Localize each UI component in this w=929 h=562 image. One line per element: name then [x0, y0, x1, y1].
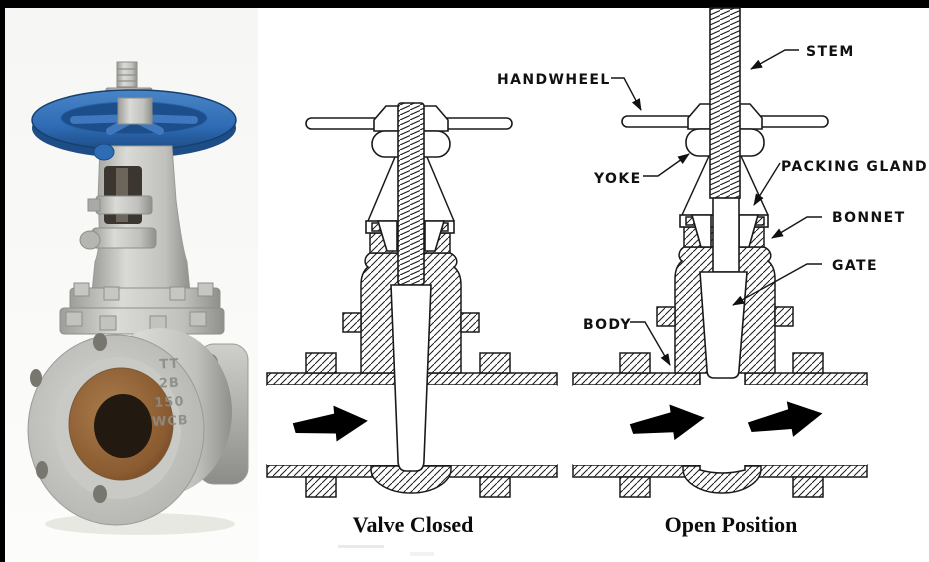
photo-bore-hole	[94, 394, 152, 458]
pipe-flange-boss	[792, 352, 824, 374]
photo-cast-markings: TT 2B 150 WCB	[152, 357, 190, 430]
flow-arrow	[747, 401, 823, 437]
label-handwheel: HANDWHEEL	[497, 72, 611, 88]
closed-packing-gland	[376, 220, 398, 252]
photo-handwheel	[31, 89, 237, 158]
closed-bonnet-tab	[342, 312, 362, 333]
open-pipe-body	[572, 352, 868, 498]
pipe-flange-boss	[792, 476, 824, 498]
label-bonnet: BONNET	[832, 210, 906, 226]
closed-yoke	[367, 156, 455, 222]
leader-bonnet	[771, 216, 822, 239]
open-bonnet-tab	[656, 306, 676, 327]
photo-yoke-bonnet	[79, 143, 191, 293]
caption-valve-closed: Valve Closed	[353, 512, 474, 537]
leader-yoke	[643, 153, 690, 177]
grease-fitting	[93, 143, 115, 161]
open-packing-gland	[690, 214, 712, 248]
scan-artifact	[410, 552, 434, 556]
pipe-flange-boss	[479, 476, 511, 498]
closed-gate	[390, 284, 432, 472]
gland-clamp	[95, 195, 153, 215]
label-body: BODY	[583, 317, 632, 333]
open-stem	[709, 7, 741, 199]
cast-text: WCB	[152, 413, 190, 430]
flange-bolt-hole	[93, 333, 107, 351]
photo-body: TT 2B 150 WCB	[27, 328, 249, 526]
pipe-flange-boss	[619, 352, 651, 374]
open-gate	[699, 271, 748, 379]
closed-stem	[397, 102, 425, 286]
cast-text: TT	[159, 357, 180, 373]
closed-bonnet-tab	[460, 312, 480, 333]
open-seat-recess	[699, 465, 746, 474]
pipe-flange-boss	[619, 476, 651, 498]
flange-bolt-hole	[93, 485, 107, 503]
callout-labels: HANDWHEEL STEM YOKE PACKING GLAND' BONNE…	[497, 44, 929, 366]
flange-bolt-hole	[30, 369, 42, 387]
label-packing-gland: PACKING GLAND'	[781, 159, 929, 175]
diagram-valve-closed	[266, 102, 558, 498]
leader-body	[630, 321, 671, 366]
leader-handwheel	[611, 77, 642, 111]
flange-bolt-hole	[36, 461, 48, 479]
caption-open-position: Open Position	[665, 512, 798, 537]
photo-bonnet-flange	[59, 282, 225, 335]
leader-stem	[750, 49, 799, 70]
label-stem: STEM	[806, 44, 855, 60]
label-gate: GATE	[832, 258, 878, 274]
closed-packing-gland	[424, 220, 446, 252]
flow-arrow	[629, 404, 705, 441]
top-border-bar	[0, 0, 929, 8]
pipe-flange-boss	[305, 476, 337, 498]
label-yoke: YOKE	[593, 171, 642, 187]
leader-packing-gland	[753, 162, 781, 206]
handwheel-hub	[117, 97, 153, 125]
cast-text: 2B	[159, 376, 181, 392]
open-bonnet-tab	[774, 306, 794, 327]
gate-valve-photo: TT 2B 150 WCB	[5, 8, 258, 562]
pipe-flange-boss	[479, 352, 511, 374]
pipe-flange-boss	[305, 352, 337, 374]
open-seat-pocket	[682, 465, 762, 494]
scan-artifact	[338, 545, 384, 548]
leader-gate	[732, 263, 822, 306]
closed-seat-pocket	[370, 465, 452, 494]
cast-text: 150	[154, 394, 185, 411]
left-border-bar	[0, 0, 5, 562]
open-stem-smooth	[712, 195, 740, 273]
diagram-open-position	[572, 7, 868, 498]
flow-arrow	[292, 405, 368, 442]
